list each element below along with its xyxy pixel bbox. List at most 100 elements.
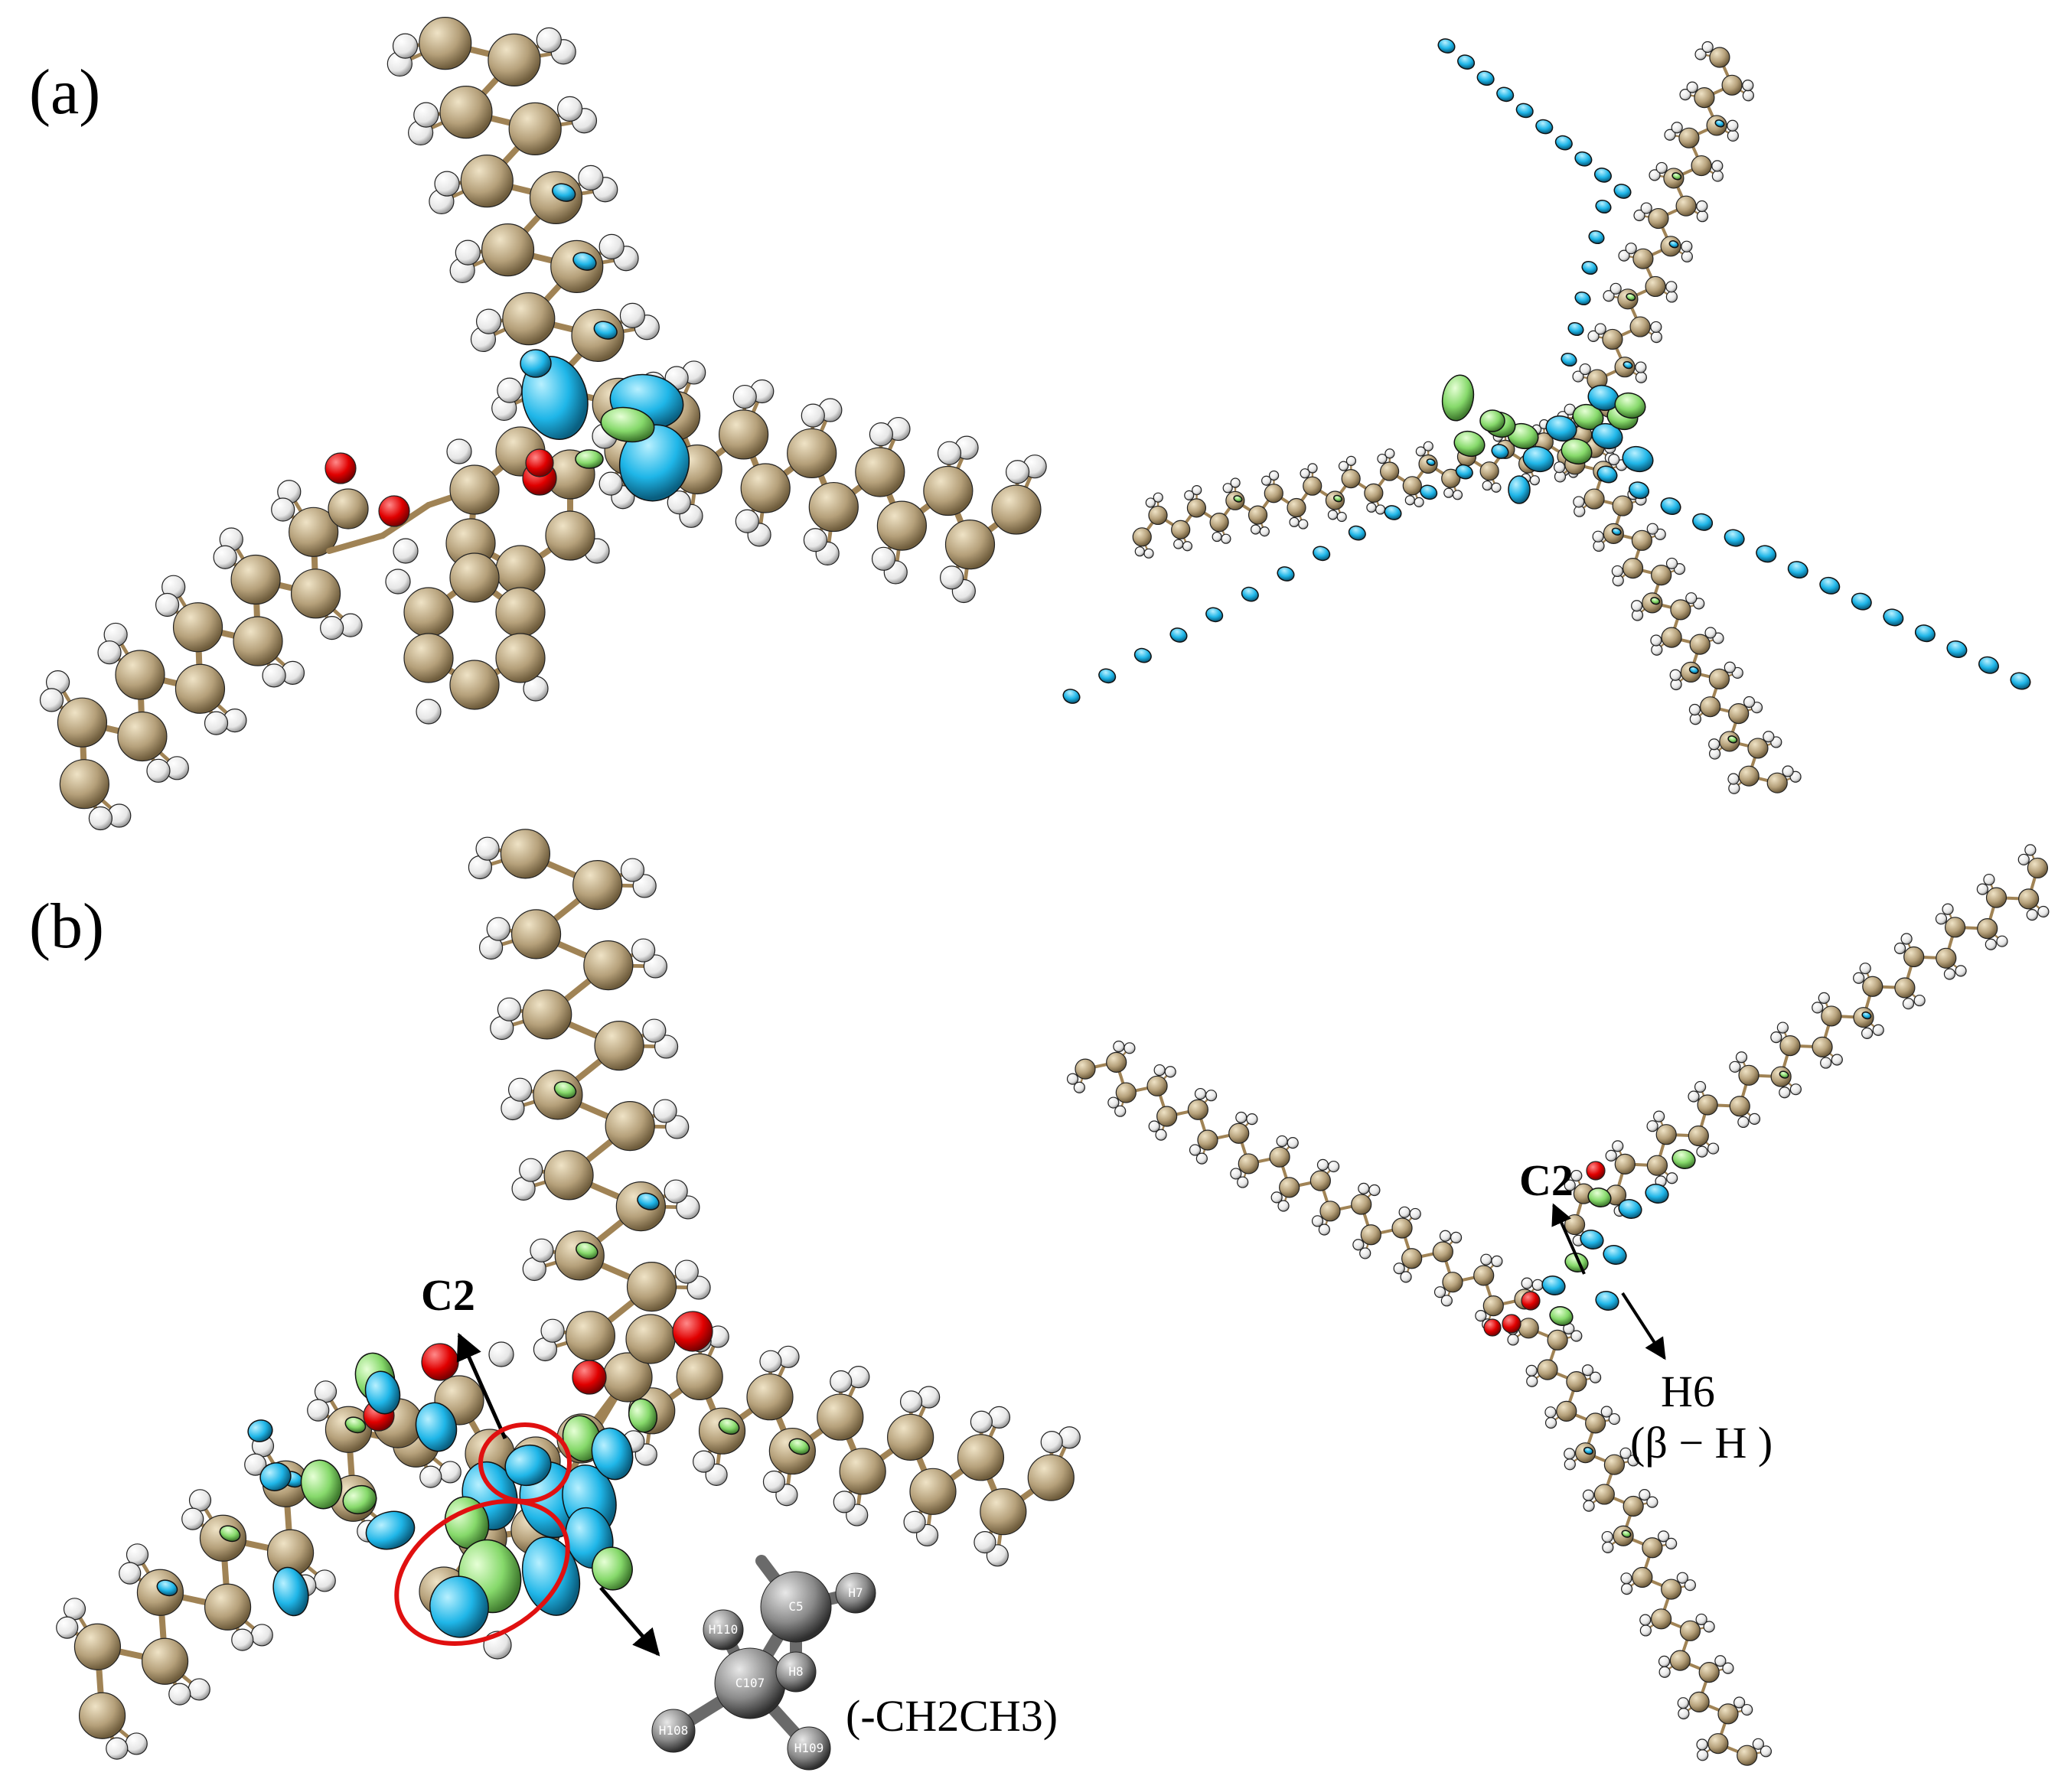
hydrogen-atom	[271, 497, 295, 522]
hydrogen-atom	[1701, 41, 1714, 54]
carbon-atom	[626, 1262, 677, 1312]
hydrogen-atom	[1246, 1113, 1258, 1126]
carbon-atom	[740, 463, 791, 513]
isosurface-blue	[1618, 1199, 1642, 1219]
carbon-atom	[1766, 772, 1788, 793]
isosurface-blue	[1668, 240, 1679, 249]
oxygen-atom	[525, 448, 554, 477]
carbon-atom	[1197, 1129, 1218, 1151]
carbon-atom	[174, 663, 226, 714]
carbon-atom	[1700, 696, 1721, 718]
isosurface-green	[219, 1525, 241, 1543]
isosurface-green	[575, 449, 604, 469]
hydrogen-atom	[1440, 1295, 1453, 1307]
carbon-atom	[594, 1021, 644, 1071]
inset-atom-h8-label: H8	[788, 1664, 803, 1679]
isosurface-blue	[552, 183, 576, 202]
hydrogen-atom	[1627, 1455, 1639, 1467]
hydrogen-atom	[1665, 291, 1678, 303]
isosurface-blue	[1583, 1446, 1593, 1455]
hydrogen-atom	[1681, 250, 1693, 262]
hydrogen-atom	[899, 1390, 923, 1413]
isosurface-blue	[1098, 668, 1117, 684]
hydrogen-atom	[1727, 129, 1739, 142]
hydrogen-atom	[1300, 468, 1310, 479]
carbon-atom	[1364, 483, 1384, 503]
carbon-atom	[522, 989, 572, 1040]
hydrogen-atom	[1145, 497, 1156, 508]
hydrogen-atom	[1671, 122, 1683, 134]
hydrogen-atom	[1544, 1416, 1557, 1429]
hydrogen-atom	[1770, 1031, 1782, 1044]
hydrogen-atom	[1711, 160, 1724, 172]
hydrogen-atom	[937, 441, 962, 465]
isosurface-blue	[591, 1427, 634, 1481]
hydrogen-atom	[1298, 519, 1309, 529]
isosurface-green	[1626, 293, 1636, 301]
isosurface-green	[1233, 495, 1243, 503]
hydrogen-atom	[1741, 1703, 1753, 1716]
hydrogen-atom	[598, 471, 623, 496]
oxygen-atom	[1521, 1291, 1541, 1311]
carbon-atom	[1132, 527, 1152, 547]
hydrogen-atom	[1148, 1120, 1160, 1132]
hydrogen-atom	[1955, 965, 1967, 977]
carbon-atom	[328, 488, 369, 529]
hydrogen-atom	[1677, 1697, 1689, 1709]
hydrogen-atom	[1336, 511, 1347, 523]
isosurface-blue	[1596, 465, 1618, 484]
hydrogen-atom	[1913, 994, 1926, 1007]
inset-atom-c107-label: C107	[735, 1676, 765, 1690]
hydrogen-atom	[1996, 935, 2008, 947]
hydrogen-atom	[1570, 1330, 1583, 1342]
hydrogen-atom	[1192, 485, 1202, 496]
carbon-atom	[1631, 529, 1652, 551]
carbon-atom	[510, 909, 562, 960]
hydrogen-atom	[632, 874, 657, 898]
carbon-atom	[1655, 1124, 1677, 1145]
panel-label-a: (a)	[29, 57, 100, 128]
isosurface-blue	[520, 349, 552, 378]
hydrogen-atom	[903, 1510, 926, 1533]
hydrogen-atom	[1480, 1253, 1492, 1266]
ethyl-highlight-ellipse	[394, 1499, 570, 1646]
hydrogen-atom	[125, 1732, 148, 1755]
isosurface-blue	[1692, 513, 1714, 531]
hydrogen-atom	[1639, 1614, 1652, 1626]
carbon-atom	[1985, 887, 2007, 908]
hydrogen-atom	[1748, 1113, 1761, 1125]
hydrogen-atom	[1359, 1247, 1371, 1259]
hydrogen-atom	[1572, 370, 1584, 383]
carbon-atom	[1556, 1400, 1577, 1422]
isosurface-blue	[504, 1444, 552, 1487]
molecule-a-left	[39, 17, 1047, 831]
carbon-atom	[1473, 1265, 1495, 1286]
isosurface-green	[1650, 597, 1661, 605]
isosurface-blue	[1978, 656, 1999, 674]
panel-label-b: (b)	[29, 891, 104, 962]
hydrogen-atom	[1603, 290, 1615, 302]
carbon-atom	[1269, 1146, 1290, 1168]
carbon-atom	[488, 33, 541, 86]
hydrogen-atom	[1589, 1371, 1602, 1383]
hydrogen-atom	[1564, 1448, 1576, 1460]
isosurface-blue	[415, 1402, 458, 1452]
isosurface-blue	[156, 1579, 178, 1597]
hydrogen-atom	[1398, 1206, 1411, 1218]
isosurface-blue	[2010, 672, 2031, 690]
hydrogen-atom	[204, 711, 229, 735]
hydrogen-atom	[2037, 905, 2050, 918]
hydrogen-atom	[1639, 1488, 1651, 1501]
hydrogen-atom	[146, 758, 171, 783]
isosurface-green	[300, 1459, 343, 1510]
hydrogen-atom	[88, 806, 113, 831]
isosurface-blue	[1883, 608, 1904, 627]
isosurface-blue	[259, 1462, 292, 1491]
carbon-atom	[1391, 1217, 1413, 1239]
isosurface-blue	[1611, 527, 1622, 536]
carbon-atom	[1602, 328, 1623, 350]
hydrogen-atom	[642, 1018, 667, 1043]
carbon-atom	[419, 17, 472, 70]
isosurface-blue	[637, 1192, 660, 1210]
hydrogen-atom	[578, 165, 604, 191]
